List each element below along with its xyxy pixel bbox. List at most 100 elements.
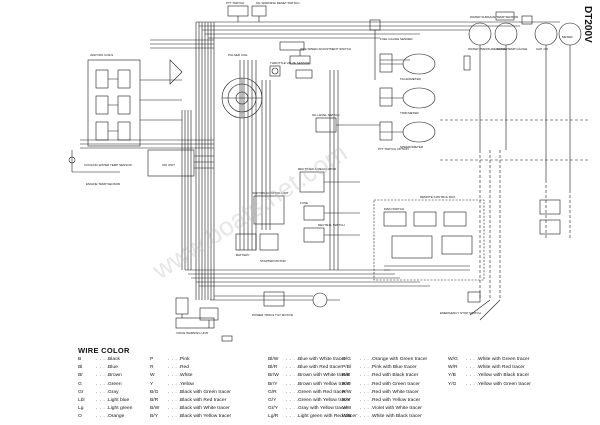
legend-code: Y/B <box>448 373 456 379</box>
label-engine-temp: ENGINE TEMP SENSOR <box>86 182 121 186</box>
legend-entry: G. . . .Green <box>78 381 132 389</box>
main-harness <box>80 21 560 301</box>
legend-code: Br <box>78 373 83 379</box>
legend-entry: Gr/Y. . . .Gray with Yellow tracer <box>268 405 357 413</box>
legend-name: Pink <box>180 357 190 362</box>
legend-entry: O/G. . . .Orange with Green tracer <box>342 356 427 364</box>
legend-code: W/B <box>342 414 352 420</box>
legend-entry: Y. . . .Yellow <box>150 381 231 389</box>
legend-entry: W/G. . . .White with Green tracer <box>448 356 531 364</box>
legend-name: Red with White tracer <box>372 389 419 395</box>
legend-entry: Br. . . .Brown <box>78 372 132 380</box>
legend-name: Orange <box>108 414 125 420</box>
label-ptt-switch-option: PTT SWITCH OPTION <box>378 147 409 151</box>
legend-name: Red with Black tracer <box>372 373 419 379</box>
legend-dots: . . . . <box>466 365 480 371</box>
label-starter-motor: STARTER MOTOR <box>260 259 287 263</box>
legend-dots: . . . . <box>286 381 300 387</box>
legend-dots: . . . . <box>286 414 300 420</box>
legend-code: Lg/R <box>268 414 279 420</box>
legend-code: Br/W <box>268 373 279 379</box>
legend-code: G/R <box>268 389 277 395</box>
label-idle-speed-adj: IDLE SPEED ADJUSTMENT SWITCH <box>300 47 351 51</box>
label-rectifier: RECTIFIER & REGULATOR <box>298 167 337 171</box>
label-cooling-water: COOLING WATER TEMP SENSOR <box>84 163 133 167</box>
legend-name: Light green <box>108 406 133 412</box>
legend-dots: . . . . <box>360 414 374 420</box>
legend-dots: . . . . <box>168 357 182 362</box>
label-ignition-control: IGNITION CONTROL UNIT <box>252 191 289 195</box>
legend-entry: B/R. . . .Black with Red tracer <box>150 397 231 405</box>
legend-code: O <box>78 414 82 420</box>
label-pulser-coil: PULSER COIL <box>228 53 248 57</box>
legend-code: G <box>78 381 82 387</box>
legend-entry: O. . . .Orange <box>78 413 132 421</box>
legend-entry: P/Bl. . . .Pink with Blue tracer <box>342 364 427 372</box>
legend-entry: Y/B . . . .Yellow with Black tracer <box>448 372 531 380</box>
legend-title: WIRE COLOR <box>78 346 130 355</box>
legend-code: G/Y <box>268 397 277 403</box>
legend-dots: . . . . <box>360 381 374 387</box>
legend-name: Green with Red tracer <box>298 389 346 395</box>
legend-code: P <box>150 357 154 362</box>
legend-entry: Lg/R . . . .Light green with Red tracer <box>268 413 357 421</box>
label-trim-meter: TRIM METER <box>400 111 419 115</box>
label-power-trim: POWER TRIM & TILT MOTOR <box>252 313 294 317</box>
legend-entry: Y/G. . . .Yellow with Green tracer <box>448 381 531 389</box>
legend-code: R/Y <box>342 397 351 403</box>
ignition-control-unit <box>235 195 285 251</box>
legend-name: Blue <box>108 365 118 371</box>
legend-dots: . . . . <box>360 397 374 403</box>
legend-code: Gr/Y <box>268 406 279 412</box>
legend-dots: . . . . <box>96 357 110 362</box>
legend-name: Green <box>108 381 122 387</box>
label-ptt-switch: PTT SWITCH <box>226 1 244 5</box>
label-battery: BATTERY <box>236 253 250 257</box>
legend-entry: Gr. . . .Gray <box>78 389 132 397</box>
remote-control-box-outline <box>373 199 485 281</box>
legend-code: V/W <box>342 406 352 412</box>
legend-name: Black <box>108 357 120 362</box>
legend-code: W <box>150 373 155 379</box>
legend-name: Yellow <box>180 381 194 387</box>
relays-block <box>299 117 380 243</box>
legend-dots: . . . . <box>466 373 480 379</box>
legend-name: Green with Yellow tracer <box>298 397 351 403</box>
legend-name: Yellow with Green tracer <box>478 381 531 387</box>
gauges <box>379 53 436 143</box>
legend-code: Lg <box>78 406 84 412</box>
legend-dots: . . . . <box>168 414 182 420</box>
label-voice-warning: VOICE WARNING UNIT <box>176 331 209 335</box>
legend-dots: . . . . <box>286 406 300 412</box>
top-connectors <box>227 5 410 80</box>
legend-name: Brown with Yellow tracer <box>298 381 352 387</box>
label-cdi-unit: CDI UNIT <box>162 163 175 167</box>
legend-entry: Bl/W. . . .Blue with White tracer <box>268 356 357 364</box>
legend-dots: . . . . <box>286 389 300 395</box>
legend-entry: B . . . .Black <box>78 356 132 364</box>
legend-entry: R/G. . . .Red with Green tracer <box>342 381 427 389</box>
legend-dots: . . . . <box>360 389 374 395</box>
label-ignition-coils: IGNITION COILS <box>90 53 113 57</box>
label-water-pressure: WATER PRESSURE GAUGE <box>468 47 508 51</box>
ignition-coils-block <box>68 59 183 173</box>
legend-entry: R. . . .Red <box>150 364 231 372</box>
legend-code: B <box>78 357 82 362</box>
legend-name: White <box>180 373 193 379</box>
legend-name: Black with White tracer <box>180 406 230 412</box>
legend-name: Light green with Red tracer <box>298 414 357 420</box>
legend-name: Yellow with Black tracer <box>478 373 530 379</box>
label-fuel-gauge: FUEL GAUGE SENDER <box>380 37 413 41</box>
legend-entry: B/Y. . . .Black with Yellow tracer <box>150 413 231 421</box>
legend-name: White with Red tracer <box>478 365 525 371</box>
watermark: www.boats.net.com <box>146 137 352 285</box>
legend-code: Gr <box>78 389 84 395</box>
legend-entry: W/R. . . .White with Red tracer <box>448 364 531 372</box>
label-speedometer: SPEEDOMETER <box>400 145 424 149</box>
label-oil-level: OIL LEVEL SWITCH <box>312 113 339 117</box>
legend-name: Red with Green tracer <box>372 381 420 387</box>
legend-dots: . . . . <box>96 389 110 395</box>
component-labels: PTT SWITCH OIL WARNING RESET SWITCH FUEL… <box>84 1 573 335</box>
